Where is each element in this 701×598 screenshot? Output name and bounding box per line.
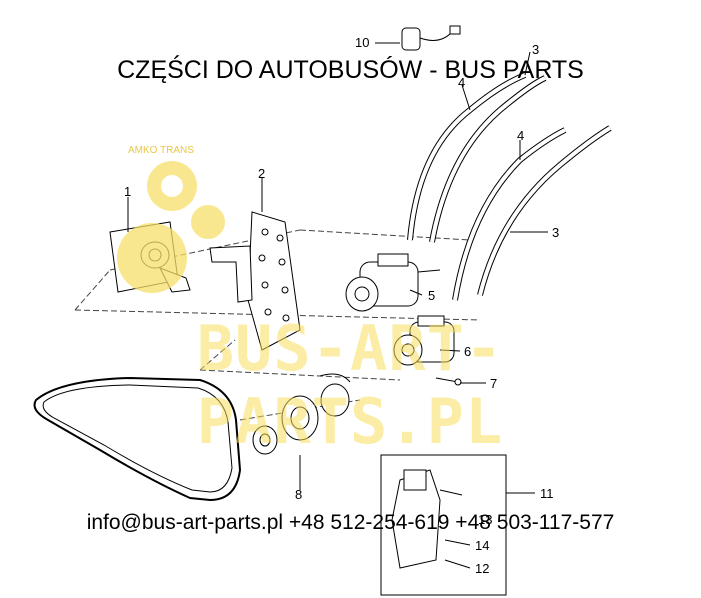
bracket-assembly-icon: [380, 454, 507, 596]
clutch-set-icon: [252, 373, 351, 455]
page-title: CZĘŚCI DO AUTOBUSÓW - BUS PARTS: [117, 56, 584, 84]
callout-6: 6: [464, 344, 472, 359]
bolt-icon: [435, 377, 462, 386]
callout-5: 5: [428, 288, 436, 303]
compressor-icon: [345, 253, 441, 312]
callout-12: 12: [475, 561, 490, 576]
callout-7: 7: [490, 376, 498, 391]
refrigerant-hoses-icon: [407, 72, 612, 301]
callout-1: 1: [124, 184, 132, 199]
callout-2: 2: [258, 166, 266, 181]
callout-3b: 3: [552, 225, 560, 240]
callout-8: 8: [295, 487, 303, 502]
callout-4a: 4: [458, 75, 466, 90]
contact-info: info@bus-art-parts.pl +48 512-254-619 +4…: [86, 511, 615, 534]
callout-4b: 4: [517, 128, 525, 143]
gear-logo-icon: [117, 161, 225, 293]
leader-lines: [127, 42, 548, 569]
pressure-switch-icon: [401, 25, 461, 51]
callout-11: 11: [540, 486, 554, 501]
logo-text: AMKO TRANS: [128, 145, 194, 156]
compressor-icon-2: [393, 315, 455, 366]
watermark: BUS-ART-PARTS.PL: [196, 312, 504, 458]
drive-belt-icon: [33, 376, 242, 502]
callout-13: 13: [478, 512, 493, 527]
callout-10: 10: [355, 35, 370, 50]
mounting-plate-icon: [209, 211, 301, 351]
callout-14: 14: [475, 538, 490, 553]
callout-3a: 3: [532, 42, 540, 57]
